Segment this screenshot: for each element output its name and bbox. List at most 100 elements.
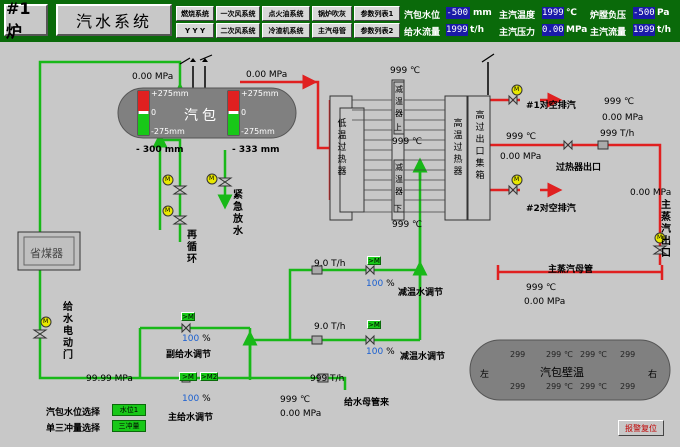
drum-label: 汽包 [184, 108, 220, 124]
main-steam-temp-unit: ℃ [566, 8, 577, 18]
furnace-pressure-unit: Pa [657, 8, 670, 18]
desuper-pct2-row: 100 % [366, 347, 395, 357]
pulse-select-button[interactable]: 三冲量 [112, 420, 146, 432]
drum-right-scale-bot: -275mm [241, 127, 275, 136]
drum-left-scale-top: +275mm [151, 89, 189, 98]
aux-feed-m-button[interactable]: >M [181, 312, 195, 321]
aux-pct-unit: % [202, 334, 211, 344]
feedwater-flow-label: 给水流量 [404, 28, 441, 38]
vent2-label: #2对空排汽 [526, 204, 576, 214]
nav-slag-cooler[interactable]: 冷渣机系统 [262, 23, 310, 38]
motor-m-2: M [165, 207, 171, 214]
outlet-press: 0.00 MPa [630, 188, 672, 198]
feedwater-valve-label: 给水电动门 [63, 302, 73, 361]
motor-m-5: M [514, 86, 520, 93]
wall-temp-5: 299 [510, 382, 526, 391]
nav-param-list1[interactable]: 参数列表1 [354, 6, 400, 21]
nav-param-list2[interactable]: 参数列表2 [354, 23, 400, 38]
nav-sootblow[interactable]: 锅炉吹灰 [312, 6, 352, 21]
desuper-adj2-m-button[interactable]: >M [367, 320, 381, 329]
main-feed-label: 主给水调节 [168, 413, 214, 423]
high-temp-sh-label: 高温过热器 [453, 119, 463, 177]
motor-m-7: M [657, 234, 663, 241]
sh-flow: 999 T/h [600, 129, 635, 139]
main-steam-press-value: 0.00 [542, 24, 564, 36]
main-pct-row: 100 % [182, 394, 211, 404]
drum-level-label: 汽包水位 [404, 11, 441, 21]
boiler-id: #1炉 [4, 0, 48, 41]
wall-temp-7: 299 ℃ [580, 382, 607, 391]
economizer [17, 231, 81, 271]
process-diagram [17, 53, 671, 401]
sh-press: 0.00 MPa [602, 113, 644, 123]
feed-flow: 999 T/h [310, 374, 345, 384]
feed-temp: 999 ℃ [280, 395, 311, 405]
motor-m-3: M [209, 175, 215, 182]
vent1-label: #1对空排汽 [526, 101, 576, 111]
nav-ignition-oil[interactable]: 点火油系统 [262, 6, 310, 21]
temp-top: 999 ℃ [390, 66, 421, 76]
high-temp-superheater [444, 95, 468, 221]
main-steam-flow-unit: t/h [657, 25, 671, 35]
drum-right-pressure: 0.00 MPa [246, 70, 288, 80]
temp-bottom: 999 ℃ [392, 220, 423, 230]
high-out-header-label: 高过出口集箱 [475, 111, 485, 181]
furnace-pressure-label: 炉膛负压 [590, 11, 627, 21]
main-pct-unit: % [202, 394, 211, 404]
drum-body [117, 87, 297, 139]
feedwater-flow-unit: t/h [470, 25, 484, 35]
nav-secondary-air[interactable]: 二次风系统 [216, 23, 260, 38]
feed-header-label: 给水母管来 [344, 398, 390, 408]
wall-temp-6: 299 ℃ [546, 382, 573, 391]
main-steam-flow-value: 1999 [633, 24, 655, 36]
wall-temp-2: 299 ℃ [546, 350, 573, 359]
feed-press2: 0.00 MPa [280, 409, 322, 419]
wall-temp-1: 299 [510, 350, 526, 359]
drum-vents [192, 66, 206, 88]
wall-right-label: 右 [648, 370, 658, 380]
wall-temp-oval [469, 339, 671, 401]
desuper-adj1-m-button[interactable]: >M [367, 256, 381, 265]
main-feed-m-button[interactable]: >M [179, 372, 197, 381]
sh-press2: 0.00 MPa [500, 152, 542, 162]
drum-left-scale-bot: -275mm [151, 127, 185, 136]
nav-primary-air[interactable]: 一次风系统 [216, 6, 260, 21]
motor-m-6: M [514, 176, 520, 183]
main-steam-temp-label: 主汽温度 [499, 11, 536, 21]
feedwater-flow-value: 1999 [446, 24, 468, 36]
header-temp: 999 ℃ [526, 283, 557, 293]
main-feed-m2-button[interactable]: >M2 [200, 372, 218, 381]
main-steam-flow-label: 主汽流量 [590, 28, 627, 38]
desuper-adj2-label: 减温水调节 [400, 352, 446, 362]
desuper-top-label: 减温器 [395, 85, 403, 118]
emergency-drain-label: 紧急放水 [233, 190, 243, 237]
level-select-button[interactable]: 水位1 [112, 404, 146, 416]
desuper-bot-tag: 下 [394, 204, 402, 213]
drum-level-value: -500 [446, 7, 470, 19]
aux-feed-label: 副给水调节 [166, 350, 212, 360]
drum-left-scale-mid: 0 [151, 108, 157, 117]
main-steam-outlet-label: 主蒸汽出口 [661, 200, 671, 259]
aux-pct-row: 100 % [182, 334, 211, 344]
drum-right-scale-mid: 0 [241, 108, 247, 117]
main-steam-press-unit: MPa [566, 25, 588, 35]
pulse-select-label: 单三冲量选择 [46, 424, 101, 434]
nav-main-steam-header[interactable]: 主汽母管 [312, 23, 352, 38]
wall-temp-4: 299 [620, 350, 636, 359]
alarm-reset-button[interactable]: 报警复位 [618, 420, 664, 436]
desuper-pct2-unit: % [386, 347, 395, 357]
motor-m-1: M [165, 176, 171, 183]
nav-combustion[interactable]: 燃烧系统 [176, 6, 214, 21]
nav-yyy[interactable]: Y Y Y [176, 23, 214, 38]
main-pct: 100 [182, 394, 200, 404]
drum-level-unit: mm [473, 8, 492, 18]
main-steam-temp-value: 1999 [542, 7, 564, 19]
desuper-top-tag: 上 [394, 123, 402, 132]
wall-left-label: 左 [480, 370, 490, 380]
header-press: 0.00 MPa [524, 297, 566, 307]
desuper-pct1-row: 100 % [366, 279, 395, 289]
desuper-flow1: 9.0 T/h [314, 259, 346, 269]
desuper-flow2: 9.0 T/h [314, 322, 346, 332]
desuper-adj1-label: 减温水调节 [398, 288, 444, 298]
